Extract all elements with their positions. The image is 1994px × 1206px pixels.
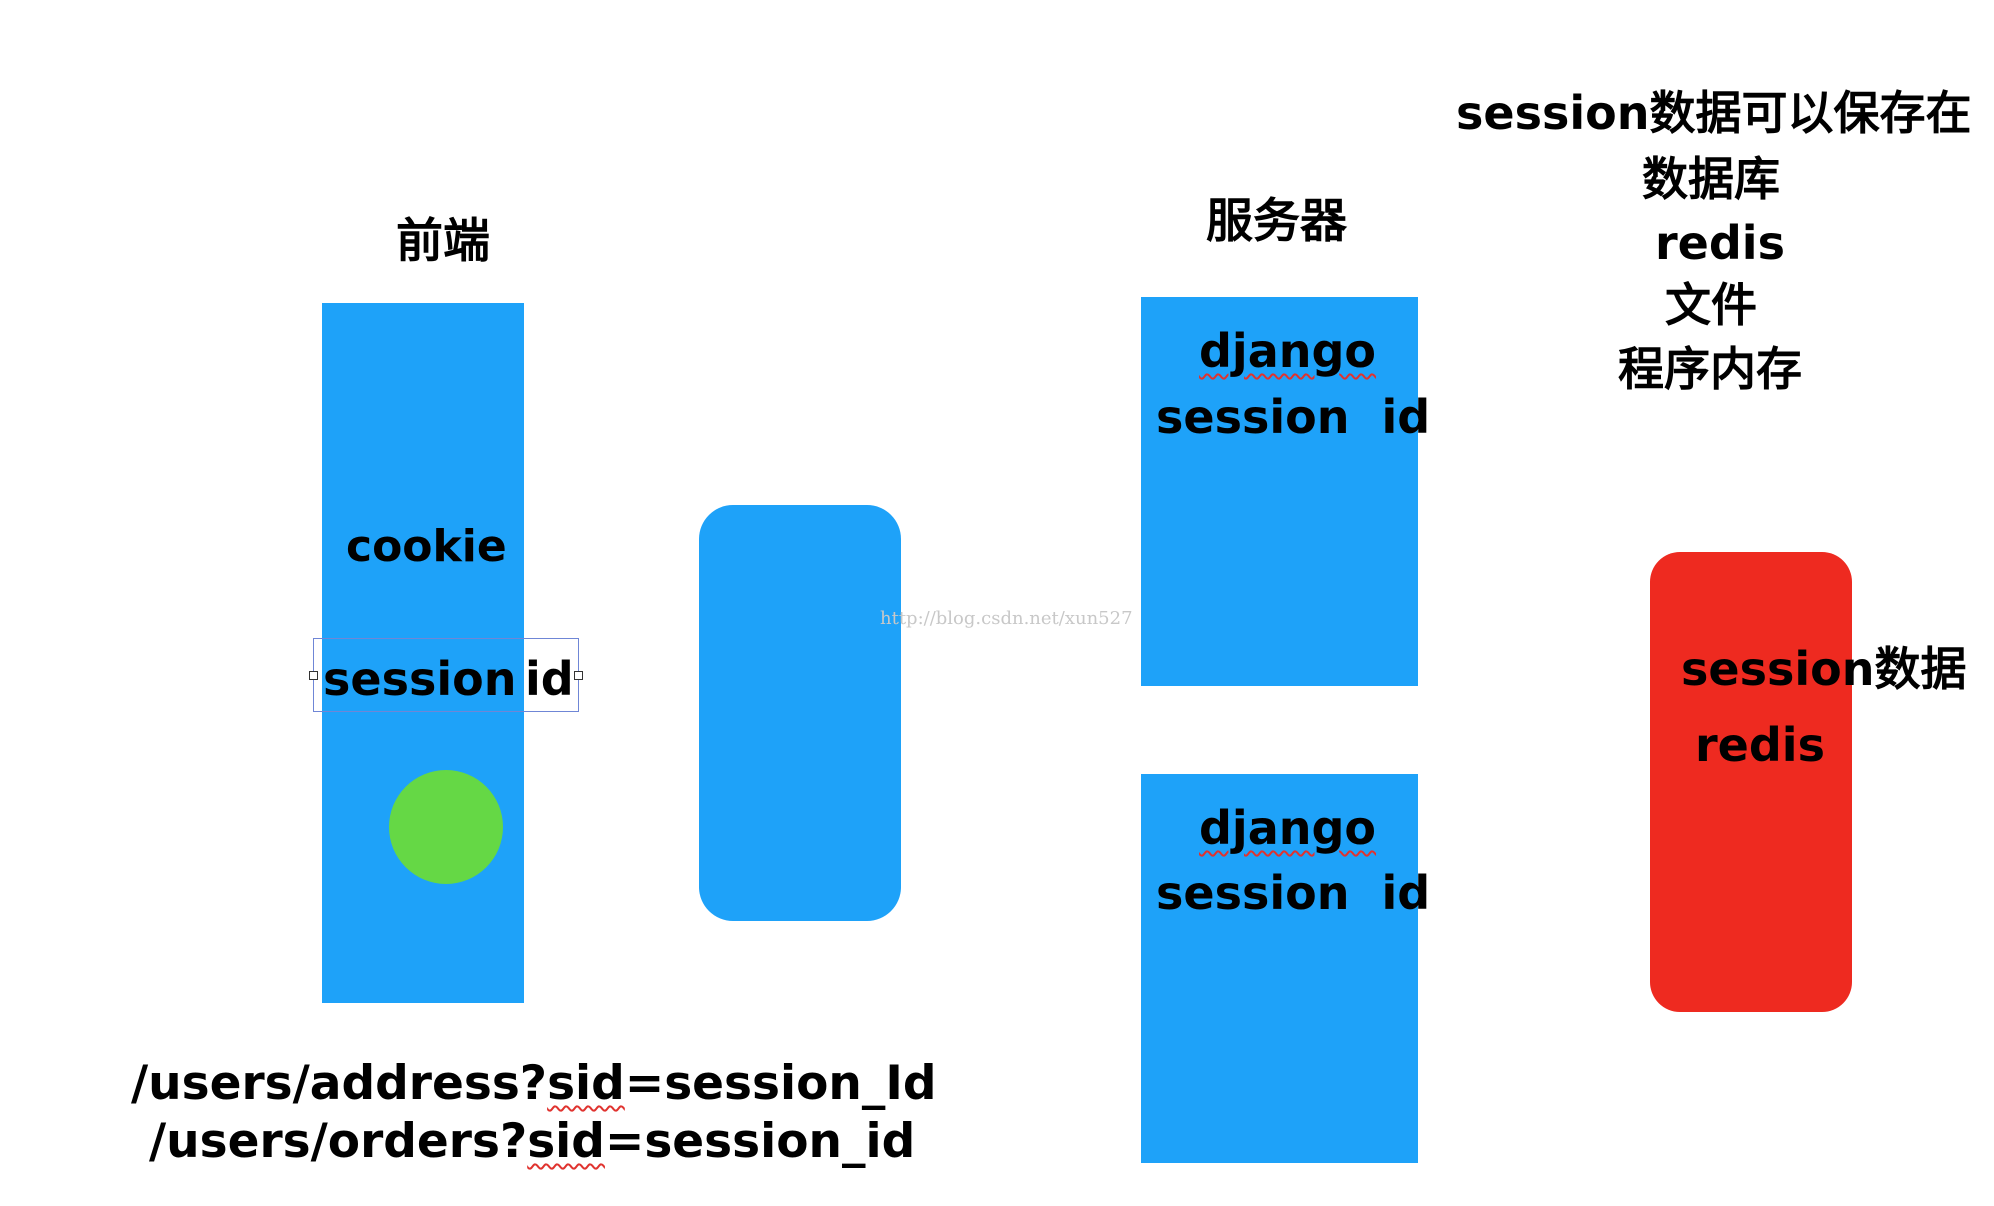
url-line-2: /users/orders?sid=session_id (149, 1118, 915, 1165)
frontend-box (322, 303, 524, 1003)
green-dot (389, 770, 503, 884)
cookie-label: cookie (346, 521, 507, 572)
storage-note-line-5: 程序内存 (1618, 342, 1802, 396)
url-1-param: sid (547, 1056, 625, 1111)
url-1-suffix: =session_Id (624, 1056, 937, 1111)
storage-note-line-2: 数据库 (1642, 152, 1780, 206)
url-2-suffix: =session_id (604, 1114, 916, 1169)
server-2-session-id: session id (1156, 866, 1431, 920)
middle-rounded-box (699, 505, 901, 921)
url-2-prefix: /users/orders? (149, 1114, 528, 1169)
server-1-framework: django (1199, 324, 1377, 378)
selection-handle-right[interactable] (574, 671, 583, 680)
server-title: 服务器 (1206, 194, 1347, 249)
session-store-redis: redis (1695, 718, 1825, 772)
session-store-label: session数据 (1681, 642, 1967, 696)
server-box-1 (1141, 297, 1418, 686)
url-2-param: sid (527, 1114, 605, 1169)
server-1-session-id: session id (1156, 390, 1431, 444)
frontend-id-word: id (525, 652, 574, 706)
storage-note-line-3: redis (1655, 216, 1785, 270)
server-2-framework: django (1199, 801, 1377, 855)
frontend-session-word: session (323, 652, 517, 706)
watermark-text: http://blog.csdn.net/xun527 (880, 608, 1133, 629)
selection-handle-left[interactable] (309, 671, 318, 680)
session-store-box (1650, 552, 1852, 1012)
storage-note-line-4: 文件 (1665, 278, 1757, 332)
storage-note-line-1: session数据可以保存在 (1456, 86, 1972, 140)
url-1-prefix: /users/address? (131, 1056, 548, 1111)
server-box-2 (1141, 774, 1418, 1163)
url-line-1: /users/address?sid=session_Id (131, 1060, 937, 1107)
frontend-title: 前端 (396, 214, 490, 269)
